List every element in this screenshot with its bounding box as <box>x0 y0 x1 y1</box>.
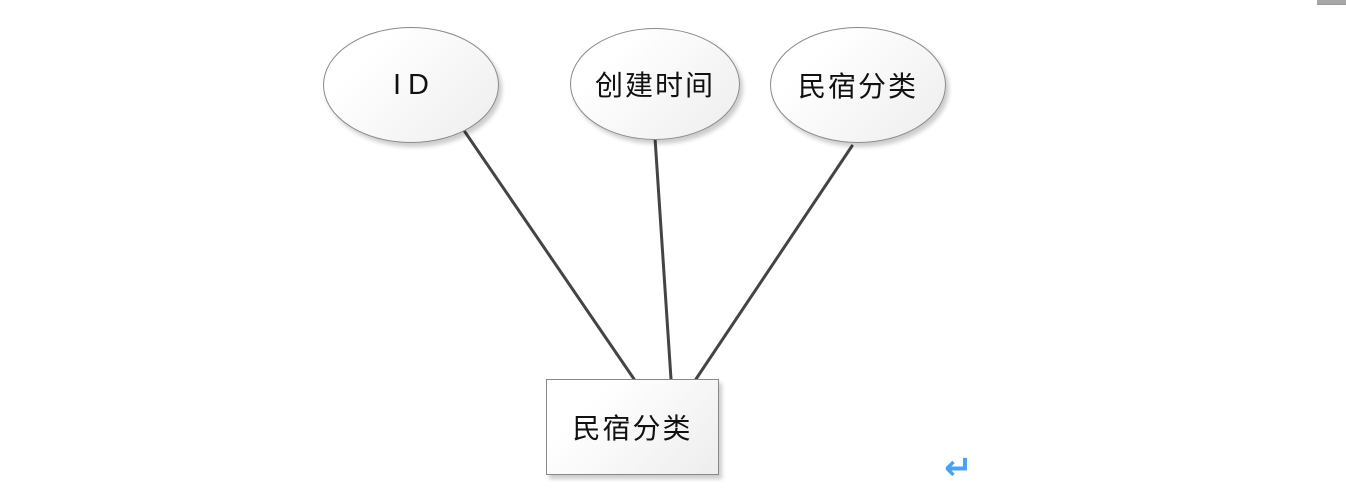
entity-rect-homestay-category: 民宿分类 <box>546 379 719 475</box>
connector-line-category-entity <box>694 144 854 381</box>
scrollbar-thumb[interactable] <box>1317 0 1346 5</box>
attribute-ellipse-id: ID <box>323 27 499 143</box>
attribute-ellipse-creation-time: 创建时间 <box>570 28 740 140</box>
connector-line-id-entity <box>461 127 636 381</box>
attribute-label-creation-time: 创建时间 <box>594 71 715 102</box>
attribute-label-homestay-category: 民宿分类 <box>797 72 918 103</box>
attribute-ellipse-homestay-category: 民宿分类 <box>770 27 946 143</box>
entity-label-homestay-category: 民宿分类 <box>572 414 693 445</box>
connector-line-creationtime-entity <box>653 136 673 381</box>
attribute-label-id: ID <box>393 68 436 101</box>
line-break-icon: ↵ <box>944 448 973 488</box>
